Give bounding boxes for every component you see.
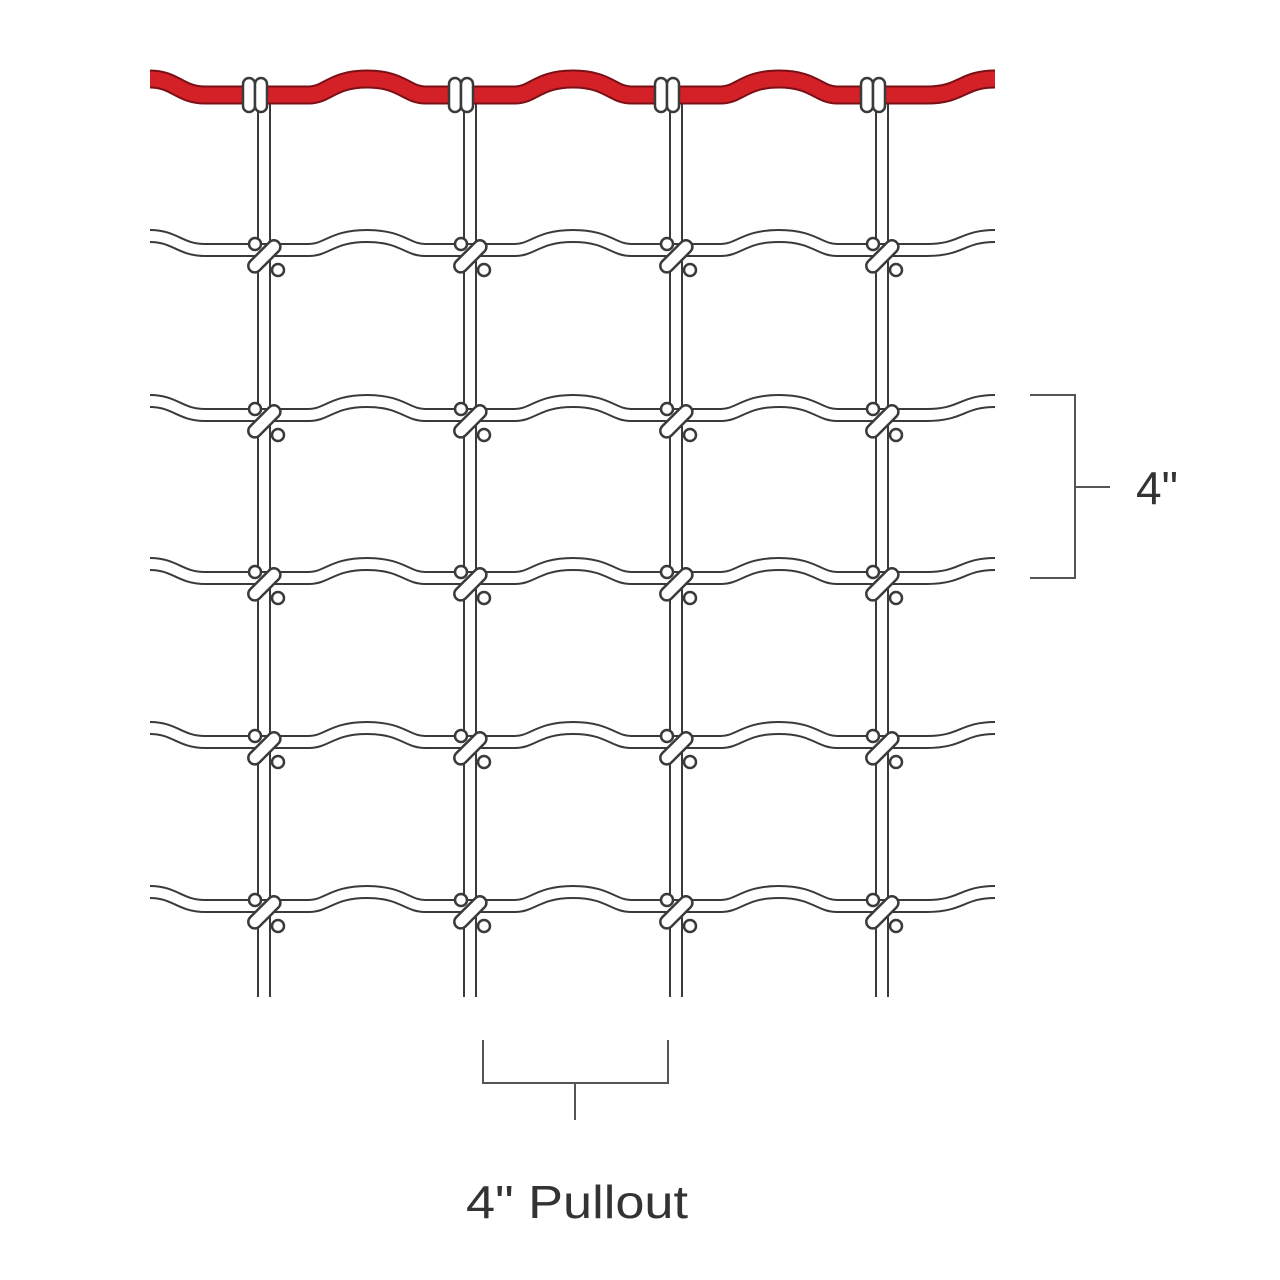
knot-wrap — [888, 754, 904, 770]
top-wire-clip — [447, 76, 463, 114]
vertical-spacing-bracket — [1030, 394, 1110, 579]
knot-wrap — [865, 564, 881, 580]
knot-wrap — [247, 401, 263, 417]
knot-wrap — [659, 236, 675, 252]
line-wire — [149, 395, 996, 420]
top-wire-clip — [871, 76, 887, 114]
knot — [247, 731, 282, 766]
knot — [247, 239, 282, 274]
knot — [453, 895, 488, 930]
knot — [865, 895, 900, 930]
knot-wrap — [270, 262, 286, 278]
knot-wrap — [476, 262, 492, 278]
knot — [865, 404, 900, 439]
knot — [247, 567, 282, 602]
vertical-spacing-label: 4" — [1136, 462, 1178, 514]
knot — [453, 404, 488, 439]
knot-wrap — [453, 892, 469, 908]
line-wire — [149, 230, 996, 255]
knot — [865, 239, 900, 274]
knot — [659, 731, 694, 766]
knot-wrap — [888, 262, 904, 278]
knot-wrap — [682, 590, 698, 606]
knot-wrap — [453, 564, 469, 580]
knot-wrap — [270, 427, 286, 443]
top-wire — [149, 71, 996, 103]
knot — [453, 239, 488, 274]
knot-wrap — [476, 754, 492, 770]
knot-wrap — [247, 564, 263, 580]
top-wire-clip — [253, 76, 269, 114]
knot-wrap — [659, 892, 675, 908]
knot — [865, 567, 900, 602]
line-wire — [149, 886, 996, 911]
knot-wrap — [453, 236, 469, 252]
knot-wrap — [682, 427, 698, 443]
line-wire — [149, 558, 996, 583]
knot — [453, 567, 488, 602]
knot — [659, 895, 694, 930]
knot-wrap — [270, 590, 286, 606]
knot-wrap — [453, 401, 469, 417]
knot-wrap — [682, 918, 698, 934]
knot-wrap — [865, 728, 881, 744]
knot-wrap — [865, 892, 881, 908]
pullout-label: 4" Pullout — [466, 1176, 688, 1228]
knot-wrap — [888, 918, 904, 934]
knot — [659, 567, 694, 602]
top-wire-clip — [653, 76, 669, 114]
wire-knots — [247, 236, 904, 934]
knot — [659, 404, 694, 439]
top-wire-clip — [459, 76, 475, 114]
knot — [865, 731, 900, 766]
knot-wrap — [476, 918, 492, 934]
knot-wrap — [247, 236, 263, 252]
line-wire — [149, 722, 996, 747]
top-red-wire — [149, 69, 996, 114]
pullout-bracket — [482, 1040, 669, 1120]
knot — [247, 895, 282, 930]
knot — [659, 239, 694, 274]
knot-wrap — [888, 590, 904, 606]
knot-wrap — [865, 401, 881, 417]
top-wire-clip — [859, 76, 875, 114]
knot-wrap — [270, 754, 286, 770]
horizontal-line-wires — [149, 228, 996, 913]
top-wire-clip — [241, 76, 257, 114]
knot-wrap — [247, 892, 263, 908]
top-wire-clip — [665, 76, 681, 114]
knot-wrap — [659, 728, 675, 744]
knot-wrap — [476, 427, 492, 443]
knot-wrap — [453, 728, 469, 744]
knot-wrap — [659, 564, 675, 580]
knot-wrap — [659, 401, 675, 417]
knot-wrap — [682, 262, 698, 278]
knot-wrap — [865, 236, 881, 252]
knot-wrap — [888, 427, 904, 443]
knot-wrap — [476, 590, 492, 606]
knot-wrap — [682, 754, 698, 770]
knot — [453, 731, 488, 766]
knot — [247, 404, 282, 439]
knot-wrap — [270, 918, 286, 934]
knot-wrap — [247, 728, 263, 744]
